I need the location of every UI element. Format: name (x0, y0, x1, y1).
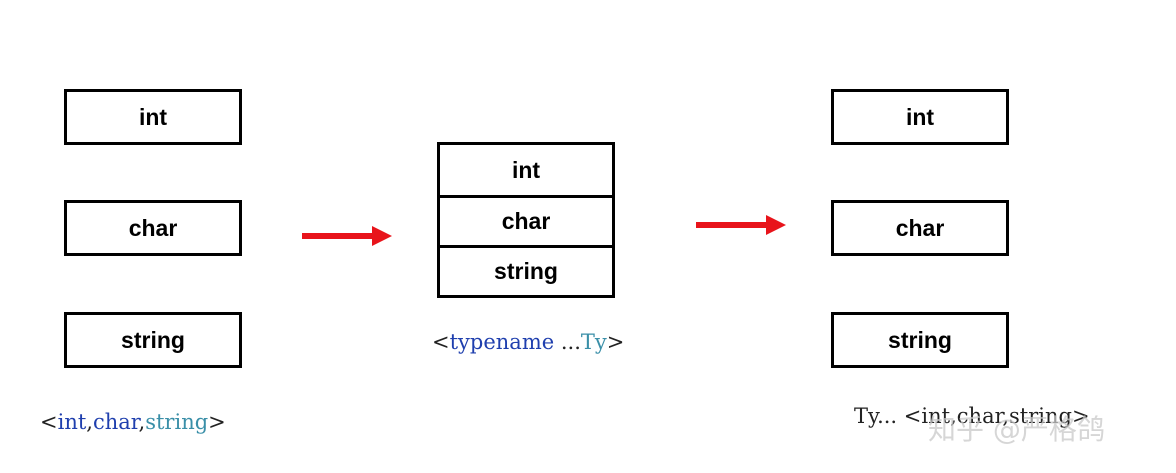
stack-cell-string: string (440, 245, 612, 295)
left-box-int-label: int (138, 103, 168, 130)
right-box-char-label: char (895, 214, 945, 241)
right-caption-close: > (1071, 404, 1090, 428)
right-caption-open: < (903, 404, 922, 428)
stack-cell-string-label: string (494, 258, 558, 284)
zhihu-watermark: 知乎 @严格鸽 (928, 413, 1105, 446)
left-caption-string: string (145, 410, 209, 434)
left-caption-sep1: , (86, 410, 93, 434)
left-box-string: string (64, 312, 242, 368)
parameter-pack-stack: int char string (437, 142, 615, 298)
left-caption-sep2: , (138, 410, 146, 434)
stack-cell-int: int (440, 145, 612, 195)
right-caption-string: string (1009, 404, 1072, 428)
stack-cell-char-label: char (501, 208, 551, 234)
middle-caption-keyword: typename (449, 330, 555, 354)
arrow-pack (302, 226, 392, 246)
right-box-int-label: int (905, 103, 935, 130)
middle-caption: <typename ...Ty> (432, 330, 624, 354)
right-box-string: string (831, 312, 1009, 368)
stack-cell-int-label: int (511, 156, 541, 183)
right-caption-sep1: , (950, 404, 957, 428)
arrow-unpack (696, 215, 786, 235)
middle-caption-name: Ty (580, 330, 607, 354)
left-box-char: char (64, 200, 242, 256)
left-caption-open: < (40, 410, 58, 434)
left-caption-int: int (57, 410, 87, 434)
left-box-char-label: char (128, 214, 178, 241)
stack-cell-char: char (440, 195, 612, 245)
left-box-string-label: string (121, 326, 185, 353)
left-caption: <int,char,string> (40, 410, 226, 434)
right-box-string-label: string (888, 326, 952, 353)
right-caption: Ty... <int,char,string> (854, 404, 1090, 428)
right-caption-sep2: , (1002, 404, 1010, 428)
middle-caption-close: > (606, 330, 625, 354)
middle-caption-ellipsis: ... (560, 330, 581, 354)
middle-caption-open: < (432, 330, 450, 354)
right-box-char: char (831, 200, 1009, 256)
right-caption-char: char (956, 404, 1003, 428)
right-caption-prefix: Ty... (854, 404, 904, 428)
right-caption-int: int (921, 404, 951, 428)
left-caption-close: > (208, 410, 226, 434)
left-box-int: int (64, 89, 242, 145)
right-box-int: int (831, 89, 1009, 145)
left-caption-char: char (92, 410, 139, 434)
